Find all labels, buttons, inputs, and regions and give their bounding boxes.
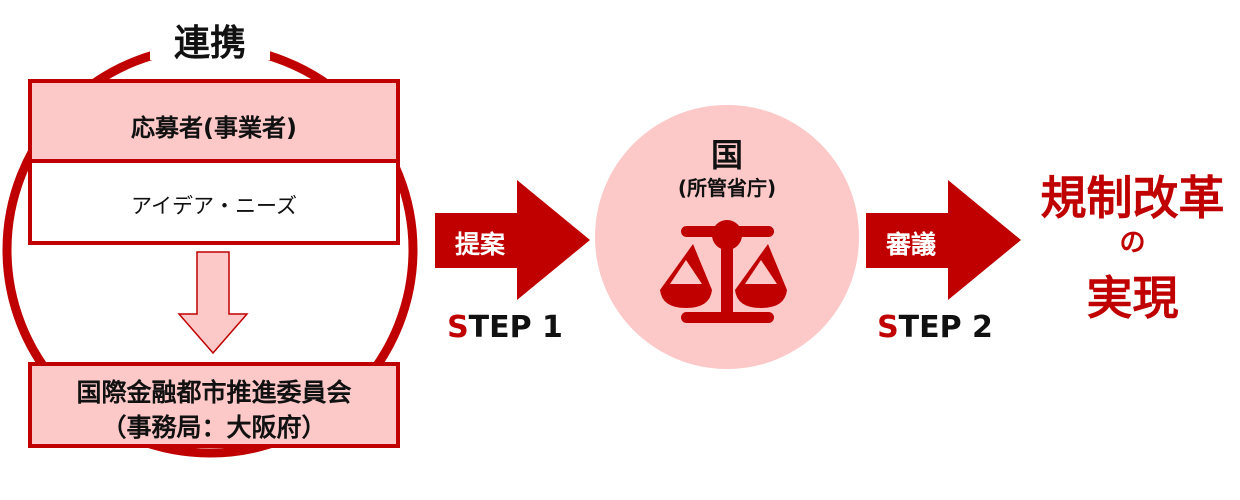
step1-label-first: S	[447, 310, 469, 345]
collaboration-label: 連携	[173, 23, 246, 64]
committee-label-line2: （事務局：大阪府）	[101, 413, 327, 442]
down-arrow	[177, 251, 249, 355]
step1-action: 提案	[454, 230, 505, 259]
step2-label-rest: TEP 2	[898, 310, 993, 345]
committee-box	[28, 362, 400, 448]
ideas-box	[28, 159, 400, 245]
applicant-box	[28, 79, 400, 163]
step2-action: 審議	[885, 230, 936, 259]
step2-label-first: S	[877, 310, 899, 345]
scales-icon	[660, 220, 787, 323]
ideas-label: アイデア・ニーズ	[131, 194, 297, 218]
step1-label: STEP 1	[440, 310, 570, 345]
result-line1: 規制改革	[1040, 171, 1225, 225]
step1-arrow	[435, 180, 590, 300]
applicant-label: 応募者(事業者)	[131, 114, 297, 142]
ministry-subtitle: (所管省庁)	[677, 176, 777, 200]
committee-label-line1: 国際金融都市推進委員会	[76, 378, 352, 407]
result-line3: 実現	[1086, 271, 1179, 325]
step1-label-rest: TEP 1	[468, 310, 563, 345]
step2-arrow	[866, 180, 1021, 300]
step2-label: STEP 2	[870, 310, 1000, 345]
result-line2: の	[1119, 228, 1146, 258]
ministry-title: 国	[710, 136, 743, 174]
